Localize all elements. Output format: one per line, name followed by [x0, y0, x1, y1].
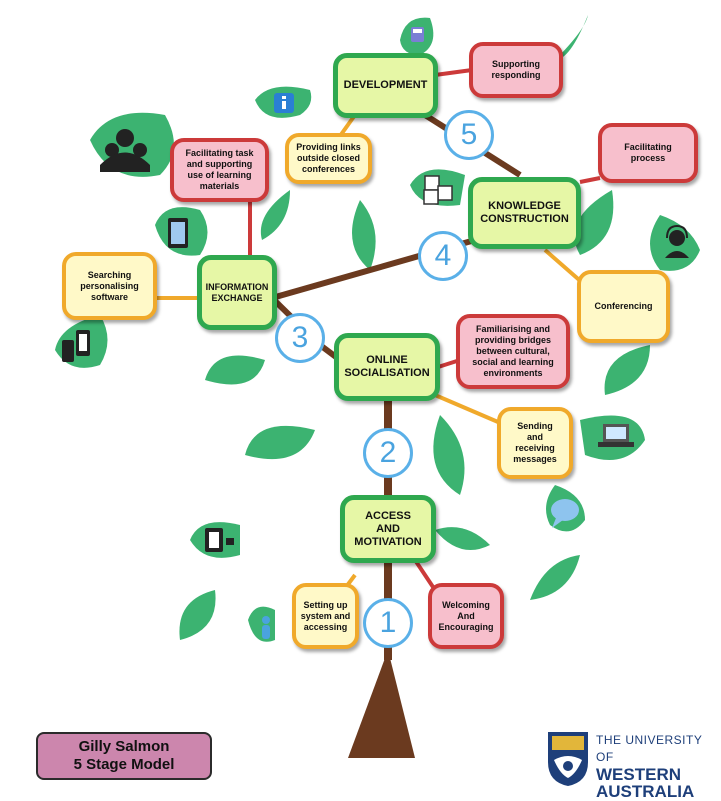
mobile-devices-icon — [62, 330, 90, 362]
person-icon — [262, 616, 270, 639]
info-icon — [274, 93, 294, 113]
group-icon — [100, 129, 150, 172]
university-crest-icon — [548, 732, 588, 786]
leaf — [248, 606, 275, 642]
laptop-icon — [598, 424, 634, 447]
alphabet-blocks-icon — [423, 175, 453, 205]
diagram-title: Gilly Salmon 5 Stage Model — [36, 732, 212, 780]
headset-user-icon — [665, 224, 689, 258]
moderator-box-facilitating-process: Facilitating process — [598, 123, 698, 183]
calculator-icon — [411, 27, 424, 42]
learner-box-providing-links: Providing links outside closed conferenc… — [285, 133, 372, 184]
speech-bubble-icon — [551, 499, 579, 528]
leaf — [604, 345, 650, 395]
leaf — [530, 555, 580, 600]
stage-number-5: 5 — [444, 110, 494, 160]
connector — [434, 68, 473, 77]
stage-information-exchange: INFORMATION EXCHANGE — [197, 255, 277, 330]
leaf — [205, 355, 265, 385]
stage-access-and-motivation: ACCESS AND MOTIVATION — [340, 495, 436, 563]
leaf — [245, 425, 315, 460]
leaf — [352, 200, 376, 270]
connector — [434, 393, 506, 427]
leaf — [433, 415, 465, 495]
learner-box-setting-up: Setting up system and accessing — [292, 583, 359, 649]
leaf — [435, 527, 490, 550]
stage-number-1: 1 — [363, 598, 413, 648]
title-line-1: Gilly Salmon — [78, 738, 170, 755]
learner-box-searching: Searching personalising software — [62, 252, 157, 320]
university-name: THE UNIVERSITY OF WESTERN AUSTRALIA — [596, 732, 716, 800]
stage-number-3: 3 — [275, 313, 325, 363]
leaf — [574, 190, 614, 255]
moderator-box-supporting-responding: Supporting responding — [469, 42, 563, 98]
connector — [413, 558, 437, 592]
moderator-box-facilitating-task: Facilitating task and supporting use of … — [170, 138, 269, 202]
stage-development: DEVELOPMENT — [333, 53, 438, 118]
logo-line-2: WESTERN — [596, 765, 681, 784]
leaf — [260, 190, 290, 240]
moderator-box-welcoming: Welcoming And Encouraging — [428, 583, 504, 649]
stage-number-2: 2 — [363, 428, 413, 478]
stage-number-4: 4 — [418, 231, 468, 281]
university-logo: THE UNIVERSITY OF WESTERN AUSTRALIA — [546, 728, 716, 800]
connector — [579, 176, 601, 184]
learner-box-conferencing: Conferencing — [577, 270, 670, 343]
learner-box-sending-receiving: Sending and receiving messages — [497, 407, 573, 479]
leaf — [179, 590, 216, 640]
title-line-2: 5 Stage Model — [73, 756, 175, 773]
logo-line-3: AUSTRALIA — [596, 782, 695, 801]
logo-line-1: THE UNIVERSITY OF — [596, 733, 703, 764]
stage-online-socialisation: ONLINE SOCIALISATION — [334, 333, 440, 401]
moderator-box-familiarising: Familiarising and providing bridges betw… — [456, 314, 570, 389]
trunk-base — [348, 650, 415, 758]
tablet-lock-icon — [205, 528, 234, 552]
tablet-icon — [168, 218, 188, 248]
stage-knowledge-construction: KNOWLEDGE CONSTRUCTION — [468, 177, 581, 249]
